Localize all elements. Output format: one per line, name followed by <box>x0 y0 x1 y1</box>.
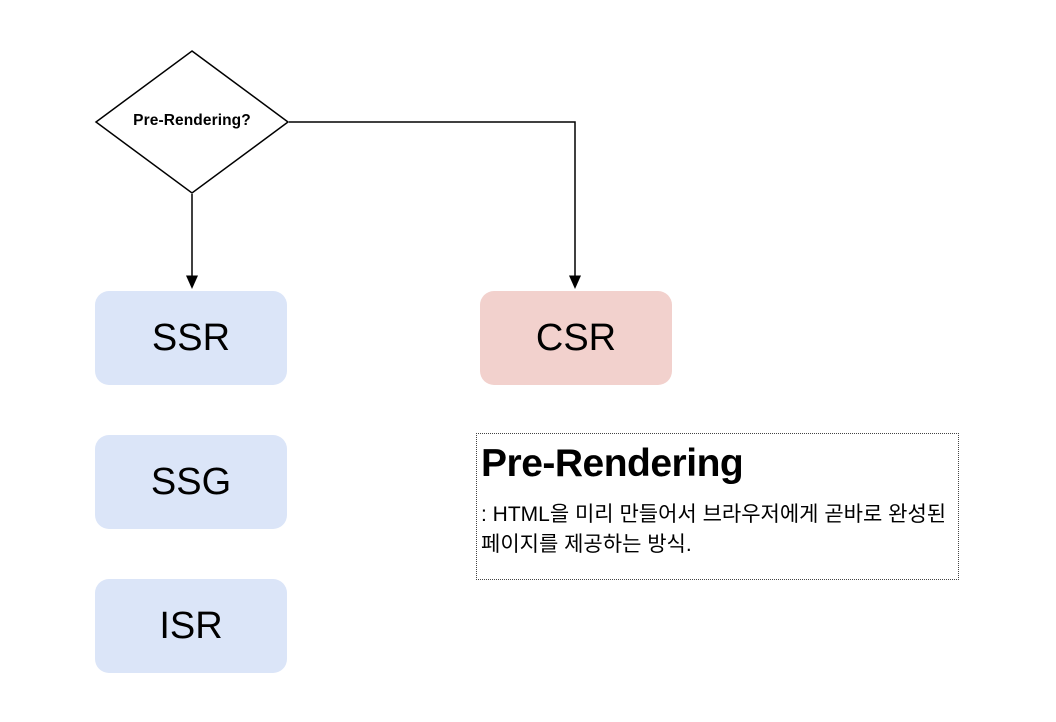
node-csr: CSR <box>480 291 672 385</box>
arrow-decision-to-csr-head <box>569 275 581 289</box>
node-isr: ISR <box>95 579 287 673</box>
note-description: : HTML을 미리 만들어서 브라우저에게 곧바로 완성된 페이지를 제공하는… <box>481 502 947 556</box>
arrow-decision-to-csr-line <box>289 121 576 277</box>
node-ssg: SSG <box>95 435 287 529</box>
node-isr-label: ISR <box>159 605 223 647</box>
node-ssg-label: SSG <box>150 461 232 503</box>
node-csr-label: CSR <box>535 317 617 359</box>
pre-rendering-note: Pre-Rendering : HTML을 미리 만들어서 브라우저에게 곧바로… <box>476 433 959 580</box>
arrow-decision-to-ssr-head <box>186 275 198 289</box>
node-ssr-label: SSR <box>151 317 231 359</box>
decision-diamond-shape <box>94 50 290 194</box>
node-ssr: SSR <box>95 291 287 385</box>
note-title: Pre-Rendering <box>481 442 744 485</box>
decision-node-label: Pre-Rendering? <box>133 112 251 129</box>
